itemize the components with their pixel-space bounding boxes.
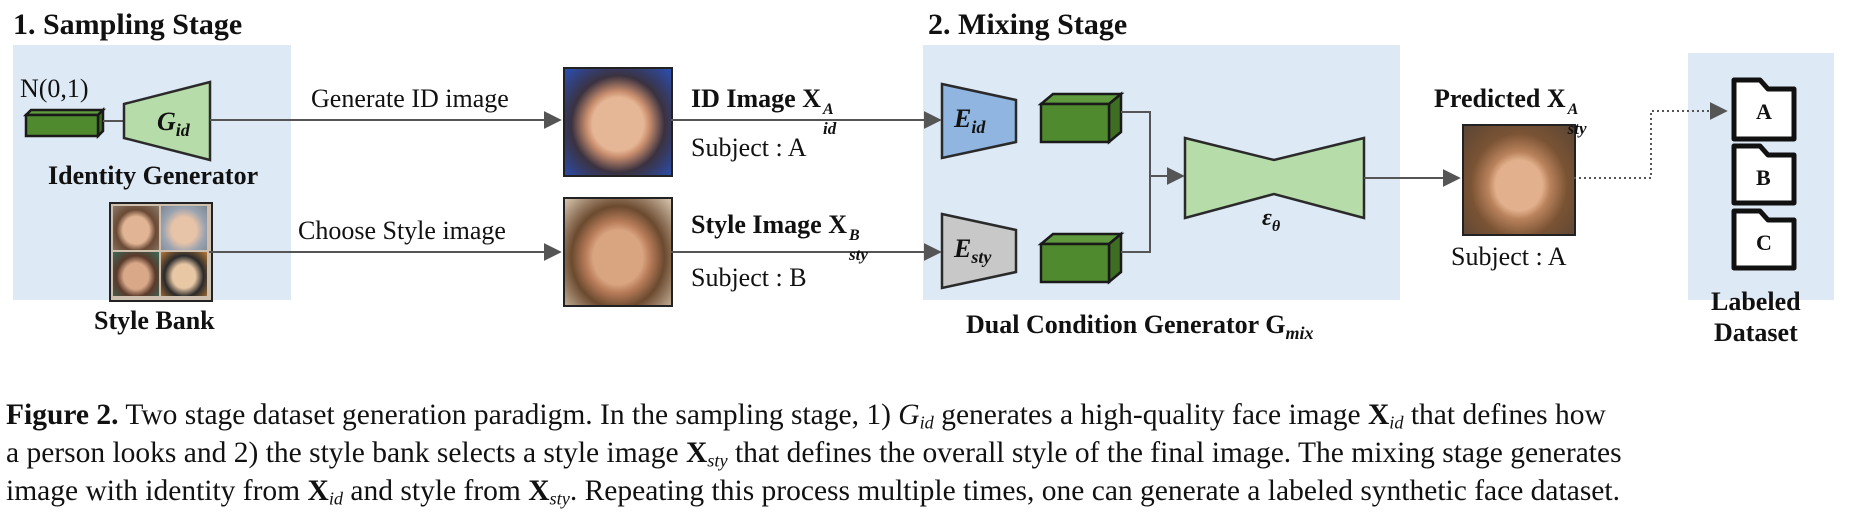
folder-b-icon xyxy=(1731,143,1797,206)
folder-c-label: C xyxy=(1756,230,1772,255)
encoder-sty-shape xyxy=(940,212,1018,290)
encoder-sty-label: Esty xyxy=(954,234,992,268)
caption-figure-label: Figure 2. xyxy=(6,399,119,431)
folder-b-label: B xyxy=(1756,165,1771,190)
noise-label: N(0,1) xyxy=(20,74,89,103)
style-bank-grid xyxy=(109,202,213,302)
mixing-stage-title: 2. Mixing Stage xyxy=(928,8,1128,41)
output-subject-label: Subject : A xyxy=(1451,242,1567,271)
dual-condition-generator-label: Dual Condition Generator Gmix xyxy=(966,310,1314,344)
diagram-graphics xyxy=(22,77,1797,290)
folder-a-label: A xyxy=(1756,99,1772,124)
encoder-id-shape xyxy=(940,82,1018,160)
identity-generator-label: Identity Generator xyxy=(48,161,259,190)
encoder-id-label: Eid xyxy=(954,104,986,138)
id-feature-connector xyxy=(1121,111,1151,176)
id-subject-label: Subject : A xyxy=(691,133,807,162)
predicted-face-image xyxy=(1462,124,1576,236)
id-face-image xyxy=(563,67,673,177)
sty-feature-block xyxy=(1037,231,1125,285)
identity-generator-symbol: Gid xyxy=(157,107,190,141)
id-feature-block xyxy=(1037,91,1125,145)
style-bank-face-2 xyxy=(161,206,207,250)
folder-a-icon xyxy=(1731,77,1797,142)
style-bank-face-3 xyxy=(113,252,159,296)
output-to-dataset-arrow xyxy=(1574,102,1728,179)
dataset-label-line1: Labeled xyxy=(1711,287,1801,316)
noise-latent-block xyxy=(22,106,107,140)
denoiser-label: εθ xyxy=(1262,205,1281,235)
folder-c-icon xyxy=(1731,208,1797,271)
figure-caption: Figure 2. Two stage dataset generation p… xyxy=(6,396,1866,510)
style-bank-label: Style Bank xyxy=(94,306,215,335)
sty-feature-connector xyxy=(1121,176,1151,253)
style-face-image xyxy=(563,197,673,307)
style-bank-face-4 xyxy=(161,252,207,296)
style-subject-label: Subject : B xyxy=(691,263,807,292)
choose-style-label: Choose Style image xyxy=(298,216,506,245)
denoiser-shape xyxy=(1183,136,1366,220)
caption-line-2: a person looks and 2) the style bank sel… xyxy=(6,437,1622,471)
dataset-label-line2: Dataset xyxy=(1714,318,1798,347)
caption-line-1: Figure 2. Two stage dataset generation p… xyxy=(6,399,1606,433)
generate-id-label: Generate ID image xyxy=(311,84,509,113)
caption-line-3: image with identity from Xid and style f… xyxy=(6,475,1620,509)
identity-generator-shape xyxy=(122,80,212,162)
sampling-stage-title: 1. Sampling Stage xyxy=(13,8,243,41)
style-bank-face-1 xyxy=(113,206,159,250)
